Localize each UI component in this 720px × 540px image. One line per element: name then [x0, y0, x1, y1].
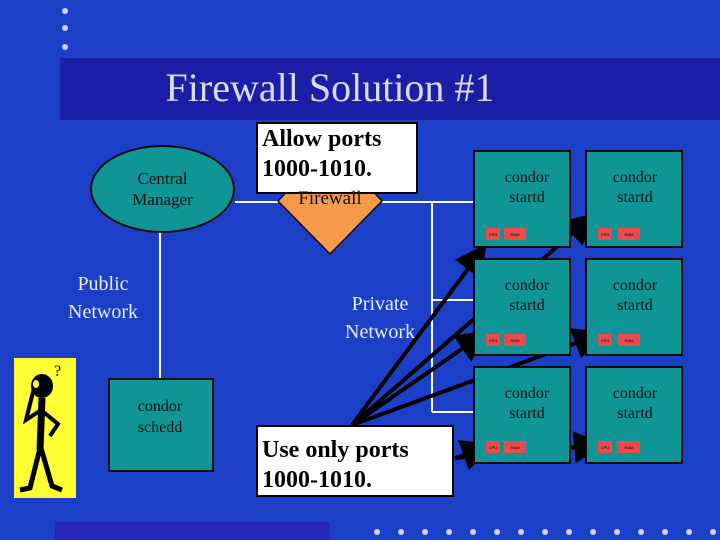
condor-schedd-label: condor schedd [137, 398, 183, 436]
ram-chip: RAM [618, 334, 640, 346]
ram-chip: RAM [504, 334, 526, 346]
ram-chip: RAM [618, 441, 640, 453]
decor-dot [518, 529, 524, 535]
condor-schedd-node: condor schedd [108, 378, 214, 472]
use-ports-callout: Use only ports 1000-1010. [256, 425, 454, 497]
decor-dot [710, 529, 716, 535]
ram-chip: RAM [504, 228, 526, 240]
central-manager-node: Central Manager [90, 145, 235, 233]
decor-dot [62, 44, 68, 50]
startd-label: condor startd [612, 277, 658, 314]
ram-chip: RAM [618, 228, 640, 240]
cpu-chip: CPU [598, 228, 612, 240]
central-manager-label: Central Manager [132, 169, 193, 209]
decor-dot [686, 529, 692, 535]
startd-label: condor startd [612, 385, 658, 422]
title-band [60, 58, 720, 120]
decor-dot [614, 529, 620, 535]
decor-dot [542, 529, 548, 535]
slide-title: Firewall Solution #1 [165, 65, 495, 110]
decor-dot [62, 25, 68, 31]
decor-dot [62, 8, 68, 14]
cpu-chip: CPU [486, 228, 500, 240]
startd-label: condor startd [612, 169, 658, 206]
decor-dot [638, 529, 644, 535]
decor-dot [374, 529, 380, 535]
decor-dot [662, 529, 668, 535]
bottom-band [55, 522, 330, 540]
cpu-chip: CPU [598, 334, 612, 346]
decor-dot [398, 529, 404, 535]
svg-text:?: ? [54, 363, 61, 380]
decor-dot [566, 529, 572, 535]
decor-dot [422, 529, 428, 535]
startd-label: condor startd [504, 169, 550, 206]
allow-ports-callout: Allow ports 1000-1010. [256, 122, 418, 194]
decor-dot [590, 529, 596, 535]
decor-dot [446, 529, 452, 535]
public-network-label: Public Network [68, 273, 138, 323]
confused-person-icon: ? [14, 358, 76, 498]
ram-chip: RAM [504, 441, 526, 453]
decor-dot [494, 529, 500, 535]
startd-label: condor startd [504, 277, 550, 314]
cpu-chip: CPU [486, 441, 500, 453]
cpu-chip: CPU [486, 334, 500, 346]
startd-node-2: condor startd [585, 150, 683, 248]
private-network-label: Private Network [345, 293, 415, 343]
decor-dot [470, 529, 476, 535]
startd-label: condor startd [504, 385, 550, 422]
cpu-chip: CPU [598, 441, 612, 453]
firewall-label: Firewall [298, 188, 362, 209]
